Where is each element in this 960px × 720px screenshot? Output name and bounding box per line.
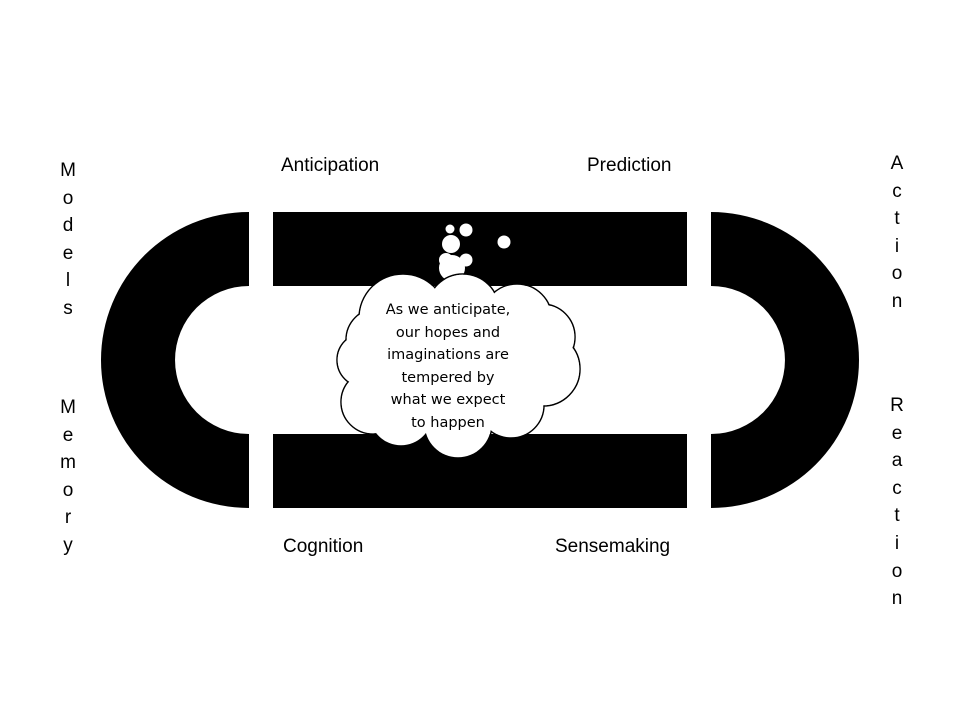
reaction-letter: e [891,422,903,444]
memory-letter: y [63,534,73,556]
action-letter: A [890,153,904,174]
action-letter: o [891,263,903,285]
memory-vertical-label: M e m o r y [53,394,83,560]
thought-cloud-line: tempered by [401,369,495,386]
models-letter: d [62,215,74,237]
reaction-letter: c [892,477,902,499]
anticipation-label: Anticipation [281,155,380,176]
thought-bubbles [439,223,511,281]
thought-cloud-line: As we anticipate, [385,302,511,318]
thought-cloud [336,273,581,459]
action-letter: i [894,235,900,257]
models-letter: o [62,187,74,209]
models-letter: M [60,160,76,181]
models-letter: s [63,297,73,319]
top-bar-shape [273,212,687,286]
reaction-letter: n [891,588,903,610]
models-letter: e [62,242,74,264]
reaction-letter: R [890,395,904,416]
memory-letter: o [62,479,74,501]
thought-bubble [459,223,473,237]
thought-cloud-line: our hopes and [395,324,501,341]
thought-cloud-line: to happen [411,414,485,431]
right-arc-shape [711,212,859,508]
models-letter: l [65,270,71,292]
memory-letter: r [64,507,72,529]
reaction-letter: i [894,532,900,554]
prediction-label: Prediction [587,155,672,176]
models-vertical-label: M o d e l s [53,157,83,323]
action-vertical-label: A c t i o n [882,150,912,316]
reaction-letter: t [894,505,900,527]
action-letter: t [894,208,900,230]
thought-bubble [497,235,511,249]
sensemaking-label: Sensemaking [555,536,671,557]
thought-bubble [442,235,460,253]
thought-cloud-line: imaginations are [387,347,509,364]
thought-cloud-text: As we anticipate, our hopes and imaginat… [368,299,528,435]
reaction-letter: o [891,560,903,582]
thought-cloud-line: what we expect [390,392,506,409]
memory-letter: e [62,424,74,446]
reaction-letter: a [891,450,903,472]
reaction-vertical-label: R e a c t i o n [882,392,912,613]
left-arc-shape [101,212,249,508]
memory-letter: M [60,397,76,418]
thought-bubble [445,224,455,234]
memory-letter: m [60,452,76,474]
action-letter: c [892,180,902,202]
cognition-label: Cognition [283,536,364,557]
action-letter: n [891,290,903,312]
